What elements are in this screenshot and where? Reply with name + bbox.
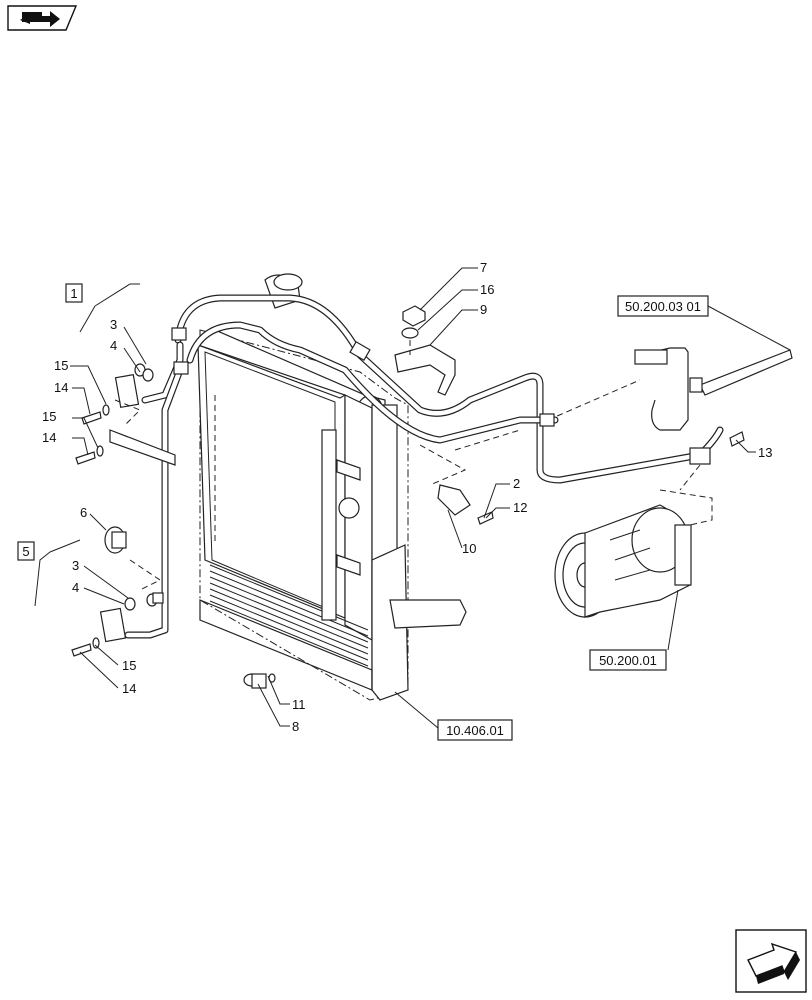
small-parts bbox=[71, 305, 745, 689]
reference-boxes: 50.200.03 01 50.200.01 10.406.01 bbox=[437, 295, 709, 741]
svg-text:10.406.01: 10.406.01 bbox=[446, 723, 504, 738]
callout-10[interactable]: 10 bbox=[462, 541, 476, 556]
ref-50-200-03-01[interactable]: 50.200.03 01 bbox=[617, 295, 709, 317]
callout-11[interactable]: 11 bbox=[292, 697, 306, 712]
callout-8[interactable]: 8 bbox=[292, 719, 299, 734]
next-page-arrow-icon[interactable] bbox=[735, 929, 807, 993]
book-arrow-icon[interactable] bbox=[7, 5, 78, 31]
callout-16[interactable]: 16 bbox=[480, 282, 494, 297]
callout-9[interactable]: 9 bbox=[480, 302, 487, 317]
svg-text:1: 1 bbox=[70, 286, 77, 301]
svg-text:5: 5 bbox=[22, 544, 29, 559]
ref-50-200-01[interactable]: 50.200.01 bbox=[589, 649, 667, 671]
svg-text:50.200.03 01: 50.200.03 01 bbox=[625, 299, 701, 314]
callout-4-upper[interactable]: 4 bbox=[110, 338, 117, 353]
ref-10-406-01[interactable]: 10.406.01 bbox=[437, 719, 513, 741]
callout-14-upper[interactable]: 14 bbox=[54, 380, 68, 395]
callout-15-mid[interactable]: 15 bbox=[42, 409, 56, 424]
callout-13[interactable]: 13 bbox=[758, 445, 772, 460]
callout-5[interactable]: 5 bbox=[17, 541, 35, 561]
callout-6[interactable]: 6 bbox=[80, 505, 87, 520]
refrigerant-hoses bbox=[124, 294, 724, 639]
callout-14-mid[interactable]: 14 bbox=[42, 430, 56, 445]
callout-4-lower[interactable]: 4 bbox=[72, 580, 79, 595]
callout-15-upper[interactable]: 15 bbox=[54, 358, 68, 373]
compressor-line bbox=[539, 347, 793, 431]
compressor bbox=[554, 447, 713, 618]
callout-7[interactable]: 7 bbox=[480, 260, 487, 275]
callout-15-lower[interactable]: 15 bbox=[122, 658, 136, 673]
callout-12[interactable]: 12 bbox=[513, 500, 527, 515]
callout-1[interactable]: 1 bbox=[65, 283, 83, 303]
callout-14-lower[interactable]: 14 bbox=[122, 681, 136, 696]
callout-3-upper[interactable]: 3 bbox=[110, 317, 117, 332]
radiator-assembly bbox=[196, 273, 467, 701]
leader-lines bbox=[34, 267, 791, 729]
callout-numbers: 1 5 3 4 15 14 15 14 6 3 4 15 14 7 16 9 2… bbox=[17, 260, 772, 734]
callout-2[interactable]: 2 bbox=[513, 476, 520, 491]
callout-3-lower[interactable]: 3 bbox=[72, 558, 79, 573]
svg-text:50.200.01: 50.200.01 bbox=[599, 653, 657, 668]
